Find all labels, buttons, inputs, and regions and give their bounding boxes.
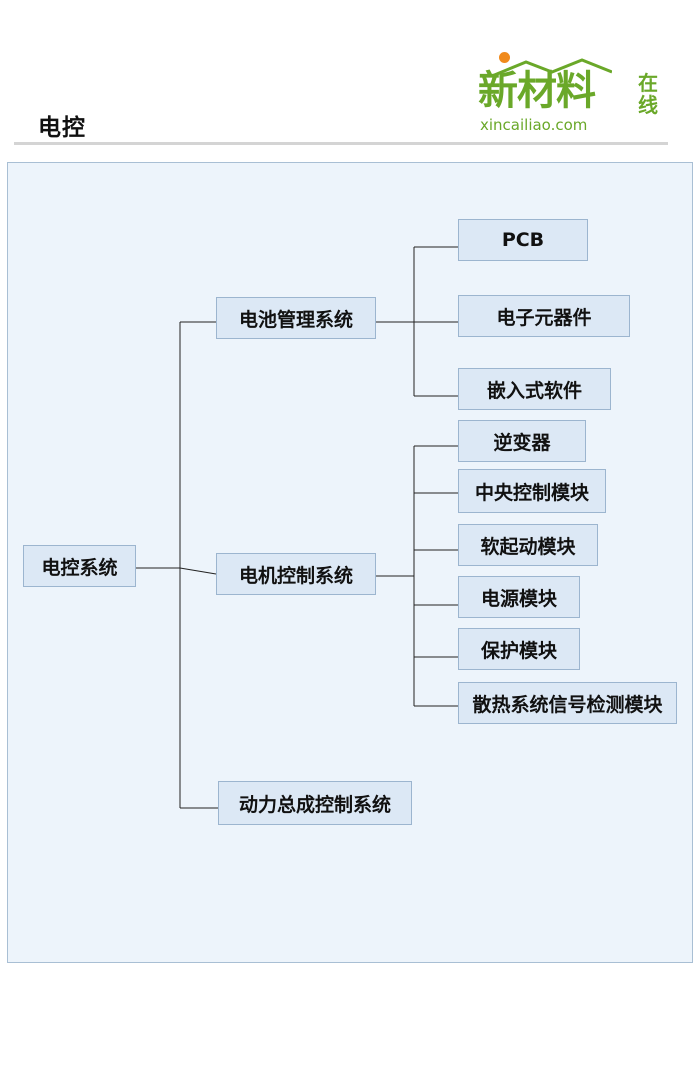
leaf-inverter: 逆变器	[458, 420, 586, 462]
logo-side-text: 在线	[638, 71, 658, 117]
xincailiao-logo: 新材料 在线 xincailiao.com	[474, 52, 670, 140]
leaf-power-supply-module: 电源模块	[458, 576, 580, 618]
leaf-pcb: PCB	[458, 219, 588, 261]
branch-motor-control: 电机控制系统	[216, 553, 376, 595]
page-title: 电控	[38, 115, 86, 141]
branch-powertrain-control: 动力总成控制系统	[218, 781, 412, 825]
logo-dot	[499, 52, 510, 63]
logo-main-text: 新材料	[478, 68, 596, 114]
leaf-embedded-software: 嵌入式软件	[458, 368, 611, 410]
leaf-soft-start-module: 软起动模块	[458, 524, 598, 566]
branch-battery-management: 电池管理系统	[216, 297, 376, 339]
logo-url: xincailiao.com	[480, 116, 588, 134]
leaf-cooling-signal-detection-module: 散热系统信号检测模块	[458, 682, 677, 724]
root-node: 电控系统	[23, 545, 136, 587]
leaf-protection-module: 保护模块	[458, 628, 580, 670]
leaf-central-control-module: 中央控制模块	[458, 469, 606, 513]
header-divider	[14, 142, 668, 145]
leaf-electronic-components: 电子元器件	[458, 295, 630, 337]
branch-connector-1	[179, 567, 217, 575]
logo-roof-icon	[492, 58, 612, 78]
